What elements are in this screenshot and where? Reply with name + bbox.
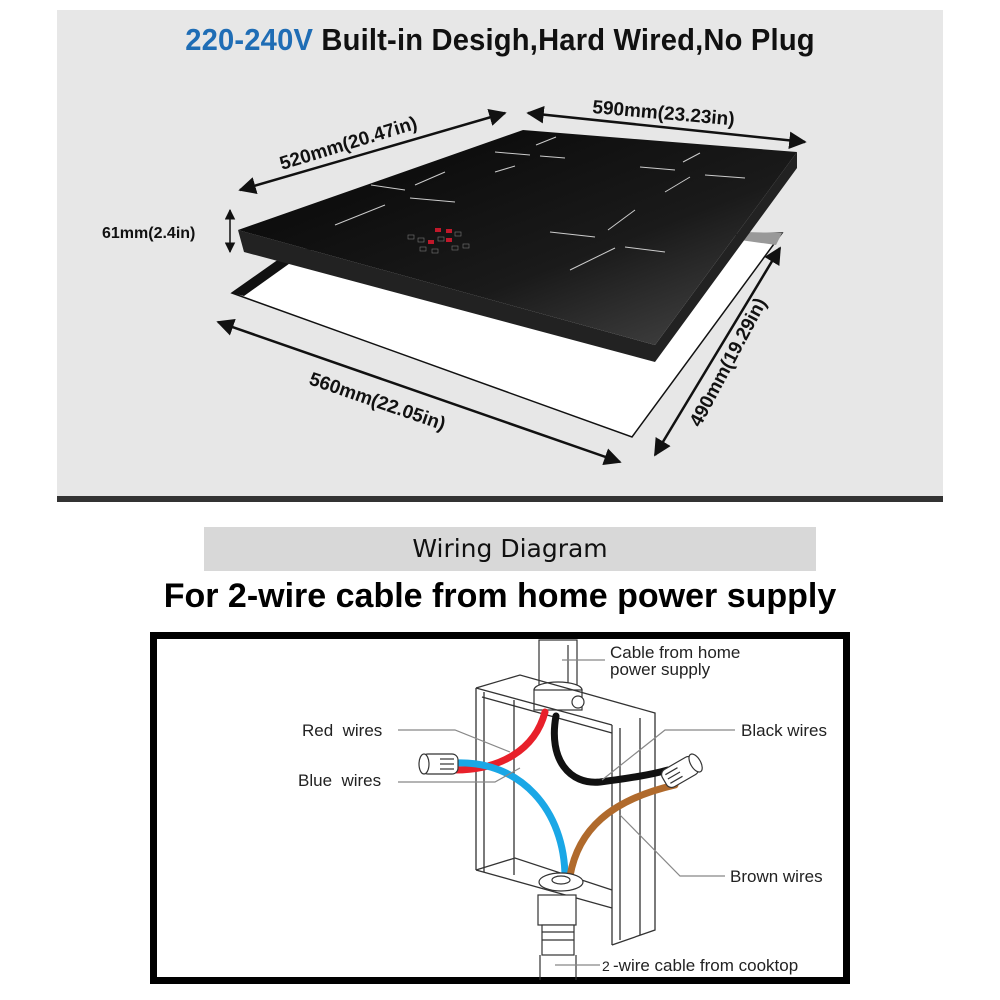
callout-blue-wires: Blue wires (298, 771, 381, 790)
height-label: 61mm(2.4in) (102, 225, 195, 242)
wiring-subtitle: For 2-wire cable from home power supply (163, 577, 837, 615)
width-arrow (526, 105, 807, 150)
callout-cooktop-cable-num: 2 (602, 958, 610, 974)
cutout-width-arrow (216, 318, 622, 466)
blue-wire (451, 759, 569, 882)
supply-conduit (533, 639, 585, 711)
wire-nut-left (418, 753, 459, 775)
callout-brown-wires: Brown wires (730, 867, 823, 886)
brown-wire (566, 781, 679, 880)
cooktop-cable-clamp (537, 872, 584, 980)
voltage-label: 220-240V (185, 22, 314, 57)
control-panel-leds (407, 228, 470, 254)
headline-text: Built-in Desigh,Hard Wired,No Plug (313, 22, 815, 57)
red-wire (451, 708, 549, 774)
black-wire (550, 712, 672, 786)
callout-black-wires: Black wires (741, 721, 827, 740)
section-title: Wiring Diagram (412, 534, 608, 563)
callout-leaders (398, 659, 735, 966)
callout-supply-line2: power supply (610, 660, 711, 679)
section-header-bar (204, 527, 816, 571)
callout-supply-line1: Cable from home (610, 643, 740, 662)
cutout-depth-arrow (653, 246, 782, 457)
callout-cooktop-cable: -wire cable from cooktop (613, 956, 798, 975)
callout-red-wires: Red wires (302, 721, 382, 740)
wire-nut-right (661, 753, 703, 789)
junction-box (475, 674, 656, 946)
wiring-diagram-frame (150, 632, 850, 984)
wires (451, 708, 679, 882)
section-divider (57, 496, 943, 502)
headline: 220-240V Built-in Desigh,Hard Wired,No P… (30, 22, 970, 58)
depth-arrow (238, 108, 507, 195)
dimension-arrows (216, 105, 807, 466)
cooktop-dimension-drawing: 520mm(20.47in) 590mm(23.23in) 61mm(2.4in… (102, 97, 807, 466)
